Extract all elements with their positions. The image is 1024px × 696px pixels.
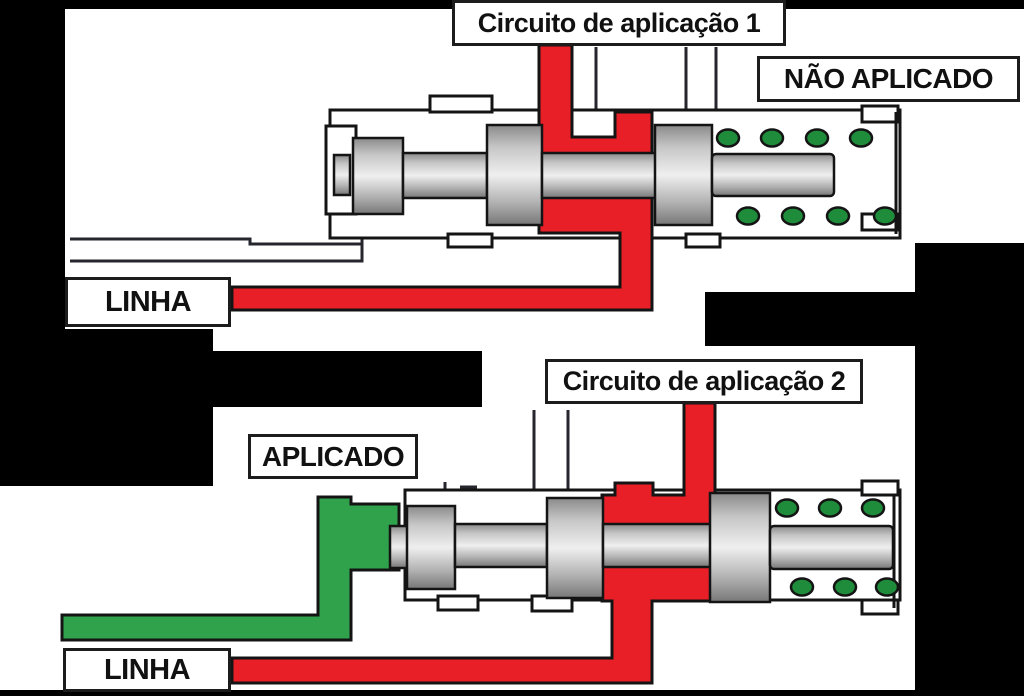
spring-coil	[774, 498, 800, 518]
black-left-block	[65, 329, 213, 486]
circuit2-label: Circuito de aplicação 2	[562, 366, 846, 396]
spring-coil	[825, 206, 851, 226]
circuit1-label: Circuito de aplicação 1	[477, 7, 761, 38]
black-bottom-strip	[0, 690, 1024, 696]
upper-red-circuit-passage	[230, 43, 654, 312]
lower-valve-assembly	[60, 401, 902, 685]
spring-coil	[735, 206, 761, 226]
lower-end-cap-step-top	[860, 479, 900, 497]
upper-spool-land-1	[351, 136, 405, 216]
aplicado-label-box: APLICADO	[248, 434, 418, 479]
spring-coil	[789, 577, 815, 597]
upper-spool-shaft-a	[401, 151, 489, 200]
spring-coil	[832, 577, 858, 597]
spring-coil	[759, 128, 785, 148]
upper-spool-land-2	[485, 123, 544, 227]
black-left-band	[0, 0, 65, 486]
circuit1-label-box: Circuito de aplicação 1	[452, 0, 786, 46]
lower-spool-land-2	[545, 496, 605, 600]
lower-spool-shaft-a	[453, 522, 549, 569]
spring-coil	[804, 128, 830, 148]
lower-end-cap-step-bottom	[860, 598, 900, 616]
lower-spool	[388, 491, 895, 604]
linha-bottom-label-box: LINHA	[63, 648, 231, 692]
aplicado-label: APLICADO	[261, 440, 405, 472]
nao-aplicado-label: NÃO APLICADO	[783, 63, 994, 94]
upper-housing-bottom-tab-a	[446, 232, 494, 249]
upper-housing-top-boss	[428, 94, 494, 114]
lower-spool-land-1	[405, 504, 457, 591]
spring-coil	[874, 577, 900, 597]
upper-spool-shaft-b	[540, 151, 658, 200]
upper-spool-land-3	[653, 123, 714, 227]
linha-top-label: LINHA	[104, 285, 192, 318]
lower-spool-land-3	[708, 491, 772, 604]
upper-spool	[332, 123, 836, 227]
lower-spring-coils	[774, 498, 900, 597]
spring-coil	[848, 128, 874, 148]
upper-left-port-line-top	[70, 237, 364, 246]
black-middle-bar	[213, 351, 482, 407]
lower-spring-rod	[768, 524, 895, 571]
linha-top-label-box: LINHA	[65, 277, 231, 327]
lower-housing-bottom-tab-a	[436, 594, 480, 612]
upper-valve-assembly	[70, 43, 902, 312]
spring-coil	[780, 206, 806, 226]
linha-bottom-label: LINHA	[103, 653, 191, 686]
black-right-band	[915, 243, 1024, 696]
upper-port-lines	[70, 47, 718, 263]
spring-coil	[817, 498, 843, 518]
circuit2-label-box: Circuito de aplicação 2	[545, 359, 863, 404]
nao-aplicado-label-box: NÃO APLICADO	[757, 56, 1020, 102]
upper-spring-coils	[715, 128, 898, 226]
upper-spring-rod	[710, 152, 836, 198]
upper-left-port-line-bottom	[70, 244, 364, 263]
spring-coil	[872, 206, 898, 226]
upper-spool-stub	[332, 153, 352, 197]
lower-spool-stub	[388, 524, 410, 570]
upper-housing-bottom-tab-b	[684, 232, 722, 249]
spring-coil	[860, 498, 886, 518]
upper-end-cap-step-top	[860, 104, 900, 124]
lower-green-supply-passage	[60, 495, 401, 642]
lower-spool-shaft-b	[601, 522, 717, 569]
spring-coil	[715, 128, 741, 148]
